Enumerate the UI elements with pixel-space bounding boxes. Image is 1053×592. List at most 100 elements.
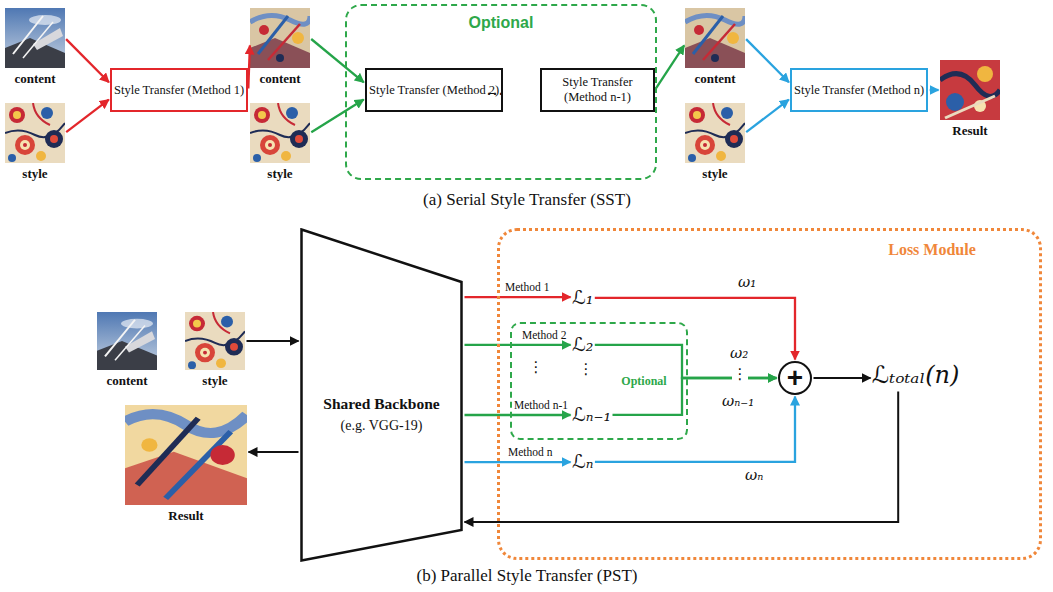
image-frame	[685, 103, 745, 163]
loss-term: ℒₙ₋₁	[572, 403, 611, 427]
weight-label: ωₙ	[745, 466, 763, 484]
connector-arrow	[595, 397, 795, 462]
ellipsis-mark: ⋮	[528, 360, 544, 375]
weight-label: ωₙ₋₁	[722, 392, 754, 410]
math-label: ℒₙ	[572, 450, 593, 474]
box-text-holder: Style Transfer (Method 2)	[369, 83, 499, 98]
box-text-holder: Style Transfer (Method n-1)	[544, 75, 651, 105]
style-image: style	[685, 103, 745, 182]
image-caption: style	[5, 166, 65, 182]
box-label: Style Transfer (Method 2)	[369, 83, 499, 98]
total-loss: ℒₜₒₜₐₗ(n)	[872, 360, 959, 390]
process-box: Style Transfer (Method 1)	[110, 68, 248, 112]
loss-term: ℒₙ	[572, 450, 593, 474]
connector-arrow	[465, 296, 571, 298]
loss-term: ℒ₁	[572, 286, 593, 310]
image-caption: content	[5, 71, 65, 87]
style-image: style	[250, 103, 310, 182]
image-caption: style	[250, 166, 310, 182]
connector-arrow	[311, 39, 364, 82]
image-caption: style	[185, 373, 245, 389]
method-label: Method n	[508, 446, 552, 458]
box-label: Style Transfer (Method 1)	[114, 83, 244, 98]
connector-arrow	[465, 461, 571, 463]
content-thumbnail	[97, 312, 157, 370]
image-caption: content	[97, 373, 157, 389]
image-frame	[5, 103, 65, 163]
loss-term: ℒ₂	[572, 333, 593, 357]
sum-node: +	[778, 361, 812, 395]
image-frame	[97, 312, 157, 370]
box-label: Style Transfer (Method n-1)	[544, 75, 651, 105]
math-label: ℒₜₒₜₐₗ(n)	[872, 360, 959, 390]
method-label: Method 2	[522, 329, 566, 341]
image-frame	[250, 8, 310, 68]
style-thumbnail	[250, 103, 310, 163]
image-frame	[250, 103, 310, 163]
image-caption: content	[250, 71, 310, 87]
image-frame	[185, 312, 245, 370]
connector-arrow	[66, 100, 109, 132]
connector-arrow	[746, 100, 789, 132]
style-image: style	[5, 103, 65, 182]
group-label: Optional	[347, 14, 655, 32]
content-image: content	[685, 8, 745, 87]
connector-arrow	[248, 46, 250, 89]
connector-arrow	[465, 392, 899, 523]
content-thumbnail	[5, 8, 65, 68]
box-text-holder: Style Transfer (Method 1)	[114, 83, 244, 98]
group-label: Loss Module	[852, 241, 1012, 259]
loss-module: Loss Moduleℒ₁ Optional ℒ₂ ℒₙ₋₁ ℒₙ + ℒₜₒₜₐₗ(n)	[497, 228, 1042, 560]
group-label: (e.g. VGG-19)	[300, 418, 463, 434]
content-thumbnail	[685, 8, 745, 68]
subfigure-caption: (a) Serial Style Transfer (SST)	[277, 190, 777, 210]
ellipsis-mark: ⋮	[578, 362, 594, 377]
box-label: Style Transfer (Method n)	[794, 83, 924, 98]
process-box: Style Transfer (Method n)	[790, 68, 928, 112]
math-label: ℒ₂	[572, 333, 593, 357]
content-image: content	[250, 8, 310, 87]
style-thumbnail	[5, 103, 65, 163]
backbone-trapezoid: Shared Backbone(e.g. VGG-19)	[300, 228, 463, 562]
content-thumbnail	[250, 8, 310, 68]
connector-arrow	[249, 451, 299, 453]
connector-arrow	[746, 39, 789, 82]
method-label: Method n-1	[514, 399, 568, 411]
connector-arrow	[656, 45, 684, 88]
connector-arrow	[595, 298, 795, 360]
ellipsis-mark: …	[478, 78, 512, 99]
image-frame	[125, 405, 247, 505]
weight-label: ω₁	[738, 273, 756, 291]
box-text-holder: Style Transfer (Method n)	[794, 83, 924, 98]
style-thumbnail	[685, 103, 745, 163]
image-frame	[940, 60, 1000, 120]
ellipsis-mark: ⋮	[732, 367, 748, 382]
image-frame	[685, 8, 745, 68]
connector-arrow	[311, 100, 363, 133]
image-frame	[5, 8, 65, 68]
image-caption: Result	[125, 508, 247, 524]
result-thumbnail	[125, 405, 247, 505]
result-thumbnail	[940, 60, 1000, 120]
style-image: style	[185, 312, 245, 389]
connector-arrow	[247, 340, 299, 342]
content-image: content	[5, 8, 65, 87]
process-box: Style Transfer (Method 2)	[365, 68, 503, 112]
image-caption: content	[685, 71, 745, 87]
group-label: Optional	[610, 374, 678, 389]
result-image: Result	[940, 60, 1000, 139]
sum-symbol: +	[787, 364, 803, 392]
process-box: Style Transfer (Method n-1)	[540, 68, 655, 112]
math-label: ℒₙ₋₁	[572, 403, 611, 427]
connector-arrow	[814, 377, 871, 379]
image-caption: Result	[940, 123, 1000, 139]
image-caption: style	[685, 166, 745, 182]
connector-arrow	[595, 345, 777, 378]
math-label: ℒ₁	[572, 286, 593, 310]
weight-label: ω₂	[730, 344, 748, 362]
result-image: Result	[125, 405, 247, 524]
content-image: content	[97, 312, 157, 389]
connector-arrow	[66, 39, 109, 82]
style-thumbnail	[185, 312, 245, 370]
